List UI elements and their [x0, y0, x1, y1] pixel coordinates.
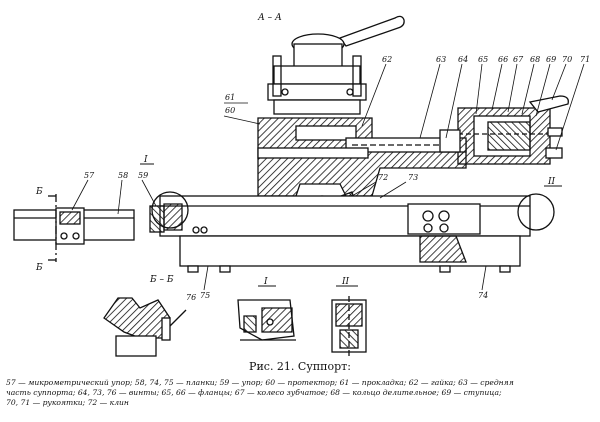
part-label-60: 60 — [225, 106, 235, 115]
part-label-63: 63 — [436, 55, 446, 64]
figure-caption: Рис. 21. Суппорт: — [249, 360, 351, 373]
support-assembly-drawing: А – А — [13, 13, 590, 357]
legend-line: часть суппорта; 64, 73, 76 — винты; 65, … — [6, 388, 502, 397]
legend-line: 70, 71 — рукоятки; 72 — клин — [6, 398, 129, 407]
part-label-62: 62 — [382, 55, 392, 64]
part-label-73: 73 — [408, 173, 418, 182]
detail-II — [331, 296, 367, 356]
part-label-61: 61 — [225, 93, 235, 102]
part-label-75: 75 — [200, 291, 210, 300]
detail-I — [237, 299, 296, 341]
part-label-69: 69 — [546, 55, 556, 64]
tool-holder — [267, 15, 405, 115]
marker-b-bottom: Б — [35, 263, 43, 273]
marker-II-main: II — [547, 177, 556, 187]
detail-callout-II — [517, 193, 555, 231]
part-label-66: 66 — [498, 55, 508, 64]
part-label-71: 71 — [580, 55, 590, 64]
part-label-68: 68 — [530, 55, 540, 64]
left-rail — [13, 194, 165, 262]
part-label-64: 64 — [458, 55, 468, 64]
detail-title-II: II — [341, 277, 350, 287]
part-label-70: 70 — [562, 55, 572, 64]
part-label-76: 76 — [186, 293, 196, 302]
part-label-57: 57 — [84, 171, 95, 180]
part-label-58: 58 — [118, 171, 128, 180]
section-title-a-a: А – А — [257, 13, 282, 23]
marker-I-main: I — [143, 155, 148, 165]
part-label-74: 74 — [478, 291, 488, 300]
detail-title-I: I — [263, 277, 268, 287]
figure-legend: 57 — микрометрический упор; 58, 74, 75 —… — [6, 378, 594, 408]
part-label-67: 67 — [513, 55, 524, 64]
base-slide — [159, 195, 531, 273]
right-head-assembly — [439, 95, 569, 165]
part-label-59: 59 — [138, 171, 148, 180]
legend-line: 57 — микрометрический упор; 58, 74, 75 —… — [6, 378, 514, 387]
section-b-b-detail — [103, 297, 187, 357]
marker-b-top: Б — [35, 187, 43, 197]
part-label-65: 65 — [478, 55, 488, 64]
section-title-b-b: Б – Б — [149, 275, 174, 285]
part-labels: 57 58 59 60 61 62 63 64 65 66 67 68 69 7… — [71, 55, 590, 302]
part-label-72: 72 — [378, 173, 388, 182]
